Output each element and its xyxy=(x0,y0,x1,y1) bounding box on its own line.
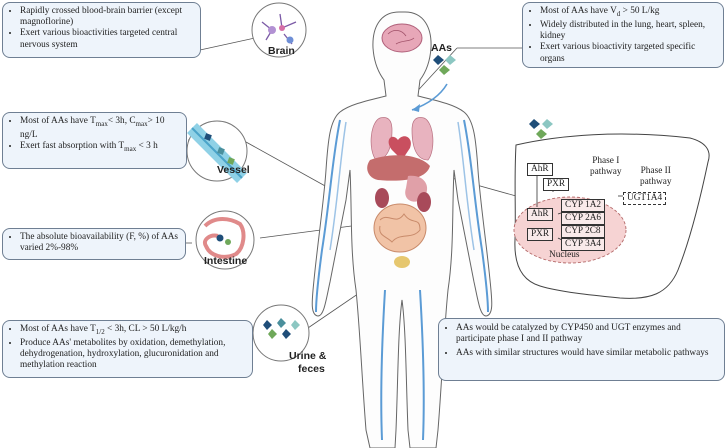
liver-molecules xyxy=(529,119,553,139)
excretion-info-item: Produce AAs' metabolites by oxidation, d… xyxy=(20,338,246,372)
cyp-label: CYP 2A6 xyxy=(561,212,606,225)
intestine-label: Intestine xyxy=(204,255,248,267)
pxr-top-label: PXR xyxy=(543,178,570,191)
ahr-top-label: AhR xyxy=(527,163,553,176)
excretion-info-box: Most of AAs have T1/2 < 3h, CL > 50 L/kg… xyxy=(2,320,253,378)
cyp-label: CYP 2C8 xyxy=(561,225,605,238)
vessel-circle xyxy=(186,120,248,183)
distribution-info-item: Most of AAs have Vd > 50 L/kg xyxy=(540,6,717,20)
distribution-info-box: Most of AAs have Vd > 50 L/kg Widely dis… xyxy=(522,2,724,68)
feces-label: feces xyxy=(298,363,325,375)
aas-molecules xyxy=(433,55,456,75)
brain-label: Brain xyxy=(268,45,295,57)
nucleus-label: Nucleus xyxy=(549,250,580,260)
vessel-info-item: Most of AAs have Tmax< 3h, Cmax> 10 ng/L xyxy=(20,116,180,141)
vessel-label: Vessel xyxy=(217,164,250,176)
intestine-info-item: The absolute bioavailability (F, %) of A… xyxy=(20,232,179,254)
brain-info-box: Rapidly crossed blood-brain barrier (exc… xyxy=(2,2,201,58)
metabolism-info-box: AAs would be catalyzed by CYP450 and UGT… xyxy=(438,318,725,381)
brain-info-item: Exert various bioactivities targeted cen… xyxy=(20,28,194,50)
excretion-info-item: Most of AAs have T1/2 < 3h, CL > 50 L/kg… xyxy=(20,324,246,338)
distribution-info-item: Widely distributed in the lung, heart, s… xyxy=(540,20,717,42)
brain-circle xyxy=(251,2,307,58)
intestine-circle xyxy=(195,210,255,270)
cyp-label: CYP 3A4 xyxy=(561,238,606,251)
pxr-nucleus-label: PXR xyxy=(527,228,554,241)
ahr-nucleus-label: AhR xyxy=(527,208,553,221)
brain-info-item: Rapidly crossed blood-brain barrier (exc… xyxy=(20,6,194,28)
urine-circle xyxy=(252,304,310,362)
vessel-info-item: Exert fast absorption with Tmax < 3 h xyxy=(20,141,180,155)
aas-arrow-head xyxy=(412,104,420,112)
ugt-label: UGT1A4 xyxy=(623,192,667,205)
intestine-info-box: The absolute bioavailability (F, %) of A… xyxy=(2,228,186,260)
urine-label: Urine & xyxy=(289,350,327,362)
aas-label: AAs xyxy=(431,42,453,54)
human-body xyxy=(311,11,493,448)
vessel-info-box: Most of AAs have Tmax< 3h, Cmax> 10 ng/L… xyxy=(2,112,187,169)
metabolism-info-item: AAs with similar structures would have s… xyxy=(456,348,718,359)
metabolism-info-item: AAs would be catalyzed by CYP450 and UGT… xyxy=(456,323,718,345)
cyp-label: CYP 1A2 xyxy=(561,199,606,212)
distribution-info-item: Exert various bioactivity targeted speci… xyxy=(540,42,717,64)
